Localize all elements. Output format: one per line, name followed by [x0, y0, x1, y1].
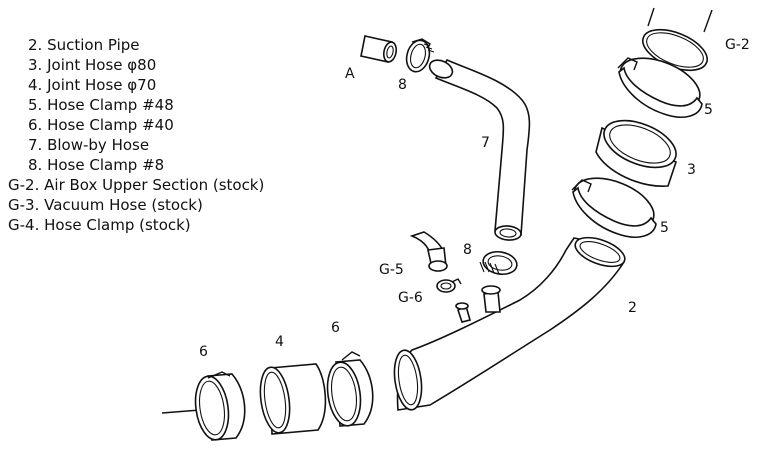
legend-text: Suction Pipe: [47, 36, 140, 54]
legend-code: G-4.: [8, 216, 40, 234]
hose-clamp-40-right: [326, 351, 374, 427]
legend-item-blow-by-hose: 7. Blow-by Hose: [28, 136, 149, 154]
hose-clamp-8-top: [405, 38, 435, 73]
suction-pipe: [393, 236, 626, 411]
legend-code: 3.: [28, 56, 43, 74]
legend-item-joint-hose-80: 3. Joint Hose φ80: [28, 56, 156, 74]
legend-code: G-3.: [8, 196, 40, 214]
legend-code: 6.: [28, 116, 43, 134]
callout-8-top: 8: [398, 77, 407, 93]
joint-hose-80: [595, 119, 677, 187]
stock-hose-clamp: [436, 278, 462, 293]
hose-clamp-40-left: [161, 371, 246, 441]
legend-code: 7.: [28, 136, 43, 154]
legend-text: Joint Hose φ70: [47, 76, 157, 94]
legend-item-air-box: G-2. Air Box Upper Section (stock): [8, 176, 264, 194]
port-a-stub: [360, 35, 398, 63]
legend-text: Vacuum Hose (stock): [44, 196, 203, 214]
legend-code: 5.: [28, 96, 43, 114]
legend-text: Blow-by Hose: [47, 136, 150, 154]
callout-2: 2: [628, 300, 637, 316]
legend-item-hose-clamp-48: 5. Hose Clamp #48: [28, 96, 174, 114]
legend-item-vacuum-hose: G-3. Vacuum Hose (stock): [8, 196, 203, 214]
legend-item-suction-pipe: 2. Suction Pipe: [28, 36, 140, 54]
joint-hose-70: [259, 363, 327, 435]
callout-g2: G-2: [725, 37, 750, 53]
callout-g6: G-6: [398, 290, 423, 306]
blow-by-hose: [428, 58, 531, 241]
legend-item-stock-clamp: G-4. Hose Clamp (stock): [8, 216, 191, 234]
legend-item-hose-clamp-8: 8. Hose Clamp #8: [28, 156, 164, 174]
legend-text: Hose Clamp #40: [47, 116, 174, 134]
legend-code: 2.: [28, 36, 43, 54]
legend-text: Joint Hose φ80: [47, 56, 157, 74]
callout-5-bottom: 5: [660, 220, 669, 236]
legend-code: 8.: [28, 156, 43, 174]
callout-7: 7: [481, 135, 490, 151]
legend-text: Hose Clamp (stock): [44, 216, 191, 234]
vacuum-hose: [409, 231, 448, 272]
callout-6-left: 6: [199, 344, 208, 360]
legend-text: Air Box Upper Section (stock): [44, 176, 265, 194]
legend-item-joint-hose-70: 4. Joint Hose φ70: [28, 76, 156, 94]
legend-text: Hose Clamp #48: [47, 96, 174, 114]
callout-5-top: 5: [704, 102, 713, 118]
legend-text: Hose Clamp #8: [47, 156, 165, 174]
callout-8-mid: 8: [463, 242, 472, 258]
callout-a: A: [345, 66, 355, 82]
legend-code: 4.: [28, 76, 43, 94]
legend-item-hose-clamp-40: 6. Hose Clamp #40: [28, 116, 174, 134]
hose-clamp-8-mid: [479, 250, 518, 276]
callout-3: 3: [687, 162, 696, 178]
hose-clamp-48-top: [617, 57, 703, 118]
callout-4: 4: [275, 334, 284, 350]
legend-code: G-2.: [8, 176, 40, 194]
hose-clamp-48-bottom: [571, 177, 657, 238]
callout-6-right: 6: [331, 320, 340, 336]
callout-g5: G-5: [379, 262, 404, 278]
